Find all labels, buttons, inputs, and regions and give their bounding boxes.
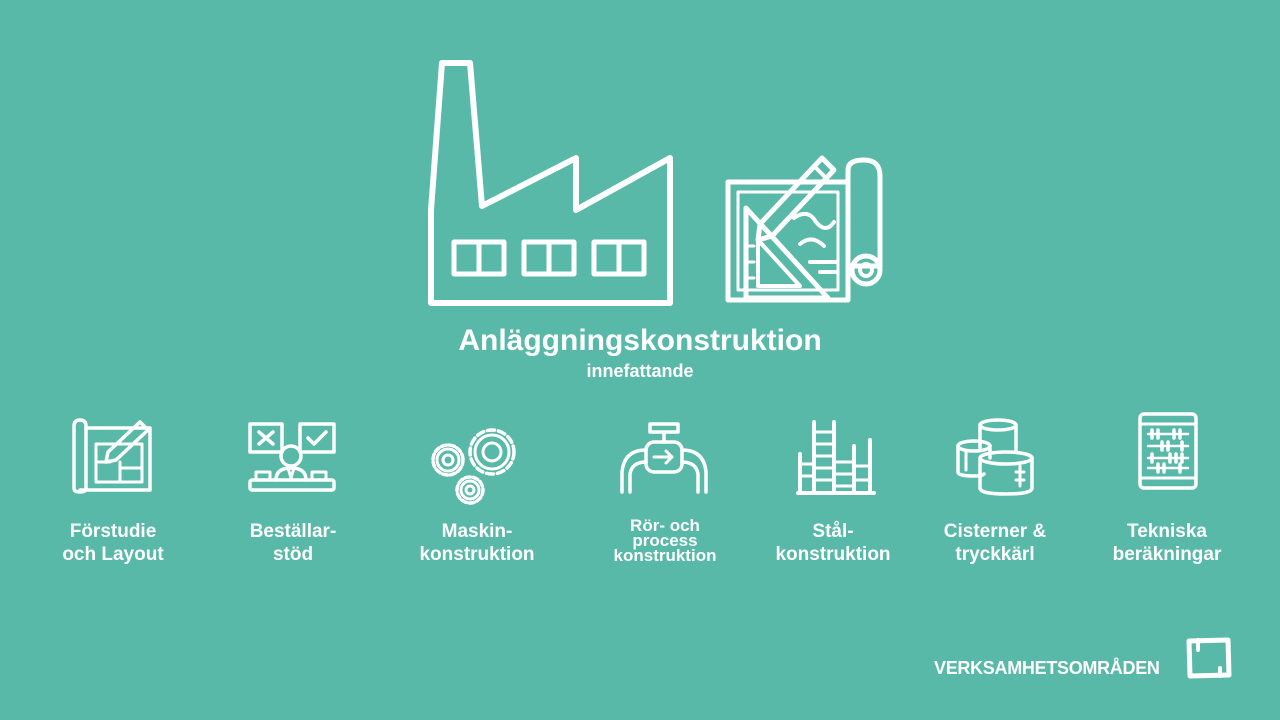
steel-structure-icon bbox=[796, 418, 876, 496]
tanks-icon bbox=[956, 418, 1036, 496]
abacus-icon bbox=[1136, 410, 1200, 492]
blueprint-tools-icon bbox=[724, 148, 886, 306]
brand-logo-icon bbox=[1186, 637, 1232, 679]
factory-icon bbox=[428, 60, 676, 306]
footer-label: VERKSAMHETSOMRÅDEN bbox=[934, 658, 1160, 678]
decision-person-icon bbox=[246, 420, 338, 494]
pipe-valve-icon bbox=[618, 420, 710, 496]
page-title: Anläggningskonstruktion bbox=[458, 324, 822, 357]
gears-icon bbox=[428, 422, 524, 506]
item-label-stalkonstruktion: Stål-konstruktion bbox=[775, 521, 891, 565]
page-subtitle: innefattande bbox=[586, 361, 694, 381]
blueprint-pencil-icon bbox=[70, 418, 156, 494]
item-label-cisterner: Cisterner &tryckkärl bbox=[943, 521, 1047, 565]
item-label-bestallarstod: Beställar-stöd bbox=[249, 521, 337, 565]
item-label-maskinkonstruktion: Maskin-konstruktion bbox=[419, 521, 535, 565]
